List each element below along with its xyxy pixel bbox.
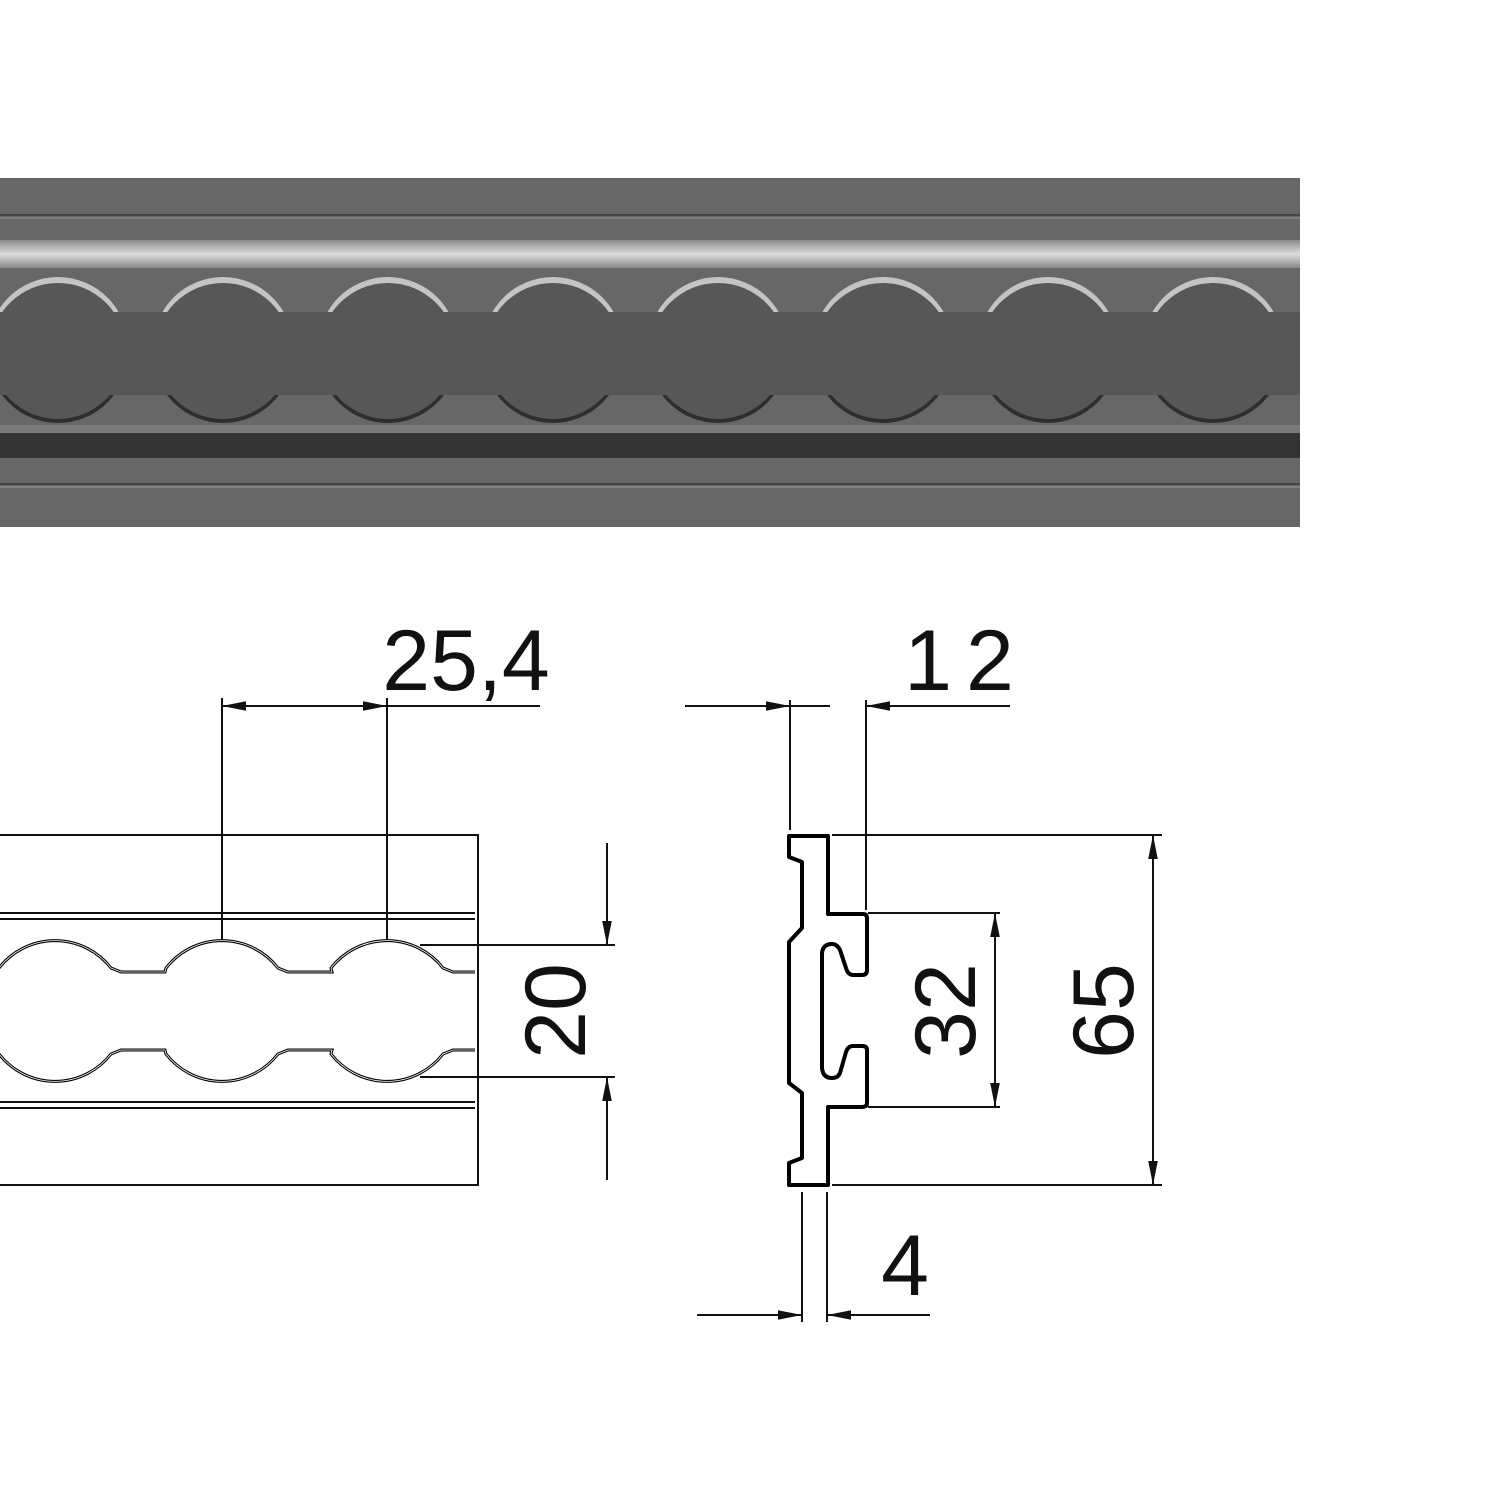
dim-label-pitch: 25,4 bbox=[382, 613, 549, 709]
dim-label-slot-width: 20 bbox=[508, 963, 604, 1059]
rail-render bbox=[0, 178, 1300, 527]
dim-label-thickness: 4 bbox=[881, 1218, 929, 1314]
dimension-slot-width: 20 bbox=[420, 843, 615, 1180]
dim-label-inner-width: 32 bbox=[898, 963, 994, 1059]
dimension-inner-width: 32 bbox=[868, 912, 1000, 1108]
dimension-total-width: 65 bbox=[832, 834, 1162, 1186]
rail-top-view bbox=[0, 834, 479, 1186]
dimension-thickness: 4 bbox=[697, 1192, 930, 1322]
dimension-height: 12 bbox=[685, 613, 1028, 910]
dimension-pitch: 25,4 bbox=[221, 613, 550, 940]
dim-label-height: 12 bbox=[904, 613, 1028, 709]
rail-cross-section bbox=[787, 834, 869, 1187]
dim-label-total-width: 65 bbox=[1056, 963, 1152, 1059]
slot-outline bbox=[0, 939, 475, 1083]
